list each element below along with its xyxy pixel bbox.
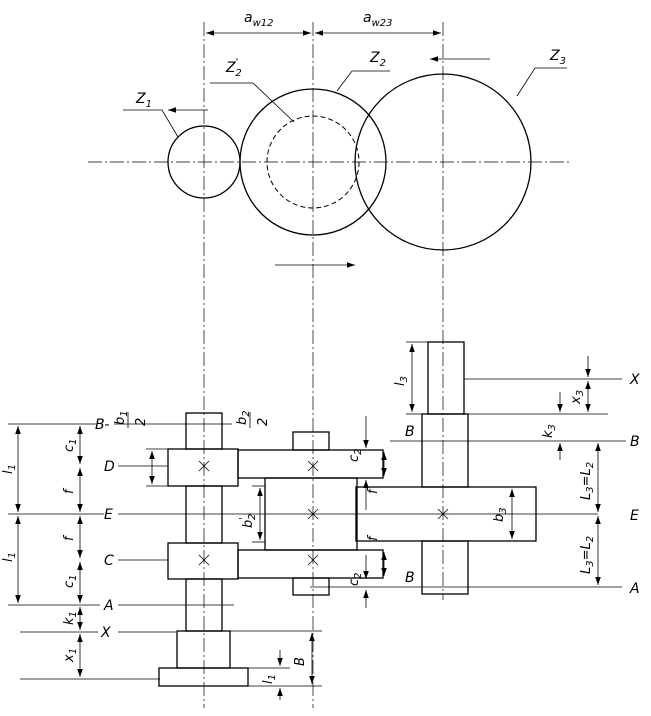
dim-f-mid-lower: f xyxy=(366,534,381,541)
section-label-a-right: A xyxy=(629,581,640,597)
dim-c2-upper: c2 xyxy=(347,448,364,462)
dim-l1-upper: l1 xyxy=(1,464,18,474)
dim-motor-l1: l1 xyxy=(261,674,278,684)
section-label-b-inner-lower: B xyxy=(405,570,415,586)
section-label-c: C xyxy=(104,553,114,569)
gear-z3-circle xyxy=(354,73,532,251)
dim-c2-lower: c2 xyxy=(347,572,364,586)
label-z1: Z1 xyxy=(135,91,152,110)
label-aw23: aw23 xyxy=(363,10,393,29)
label-z3: Z3 xyxy=(549,48,566,67)
section-label-x-right: X xyxy=(629,372,640,388)
section-label-e-right: E xyxy=(630,508,639,524)
label-z2-prime: Z'2 xyxy=(225,57,242,79)
dim-l3-eq-l2-upper: L3=L2 xyxy=(579,462,596,500)
dim-b3: b3 xyxy=(492,507,509,522)
section-label-d: D xyxy=(104,459,115,475)
top-view: aw12 aw23 Z1 Z'2 Z2 Z3 xyxy=(88,10,572,708)
dim-x1: x1 xyxy=(62,648,79,663)
dim-k3: k3 xyxy=(541,424,558,438)
shaft-3-lower xyxy=(421,540,469,595)
dim-b1-half-denominator: 2 xyxy=(134,418,149,426)
dim-b2-half-denominator: 2 xyxy=(256,418,271,426)
shaft-3-upper xyxy=(421,413,469,488)
motor-flange xyxy=(176,630,231,669)
dim-f-mid-upper: f xyxy=(366,487,381,494)
center-marks xyxy=(198,460,449,566)
dim-motor-b: B xyxy=(293,657,308,666)
shaft-2-bottom xyxy=(292,577,330,596)
dim-l3-eq-l2-lower: L3=L2 xyxy=(579,536,596,574)
dim-b2-prime: b'2 xyxy=(238,514,258,528)
label-aw12: aw12 xyxy=(244,10,274,29)
shaft-3-top xyxy=(427,341,465,415)
dim-x3: x3 xyxy=(569,390,586,405)
dim-f-upper: f xyxy=(62,487,77,494)
section-label-b-right: B xyxy=(630,434,640,450)
dim-l1-lower: l1 xyxy=(1,552,18,562)
gear-z2-prime-circle xyxy=(266,115,360,209)
section-label-e-left: E xyxy=(104,507,113,523)
section-label-x-left: X xyxy=(100,625,111,641)
label-z2: Z2 xyxy=(369,50,386,69)
dim-b2-half-numerator: b2 xyxy=(235,410,252,425)
dim-k1: k1 xyxy=(62,611,79,625)
dim-c1-lower: c1 xyxy=(62,574,79,588)
dim-l3: l3 xyxy=(393,376,410,386)
gear-z2-circle xyxy=(239,88,387,236)
section-label-b-inner-upper: B xyxy=(405,424,415,440)
side-view: l1 l1 c1 f f c1 k1 x1 B- D E C A X b1 2 … xyxy=(1,341,640,700)
dim-c1-upper: c1 xyxy=(62,438,79,452)
section-label-b-left: B- xyxy=(95,417,109,433)
motor-base xyxy=(158,667,249,687)
dim-b1-half-numerator: b1 xyxy=(113,410,130,425)
section-label-a-left: A xyxy=(103,598,114,614)
shaft-2-top xyxy=(292,431,330,451)
dim-f-lower: f xyxy=(62,534,77,541)
